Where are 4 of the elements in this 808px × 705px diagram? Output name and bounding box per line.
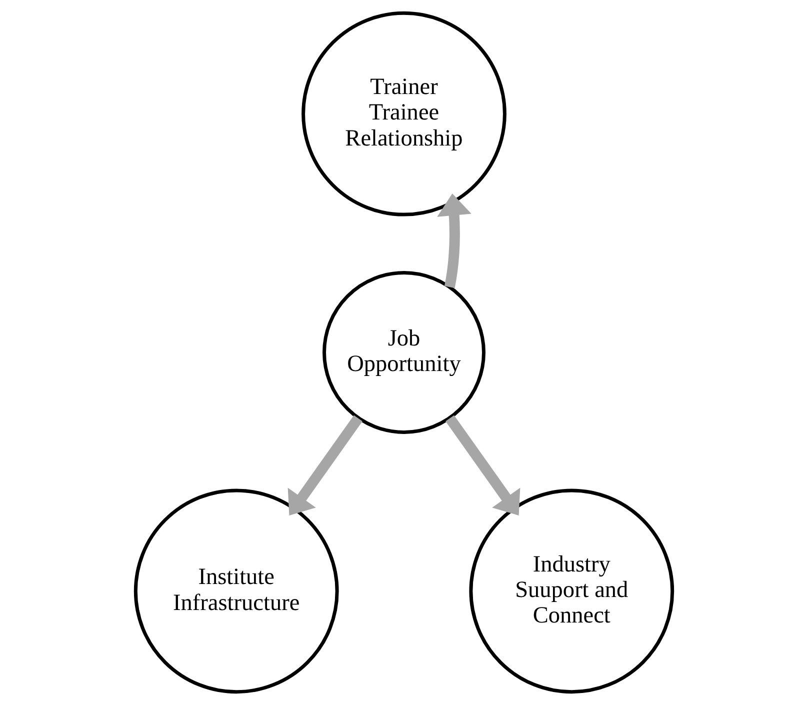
node-circle: Job Opportunity: [322, 271, 486, 434]
arrow: [437, 194, 472, 288]
arrow: [446, 415, 520, 516]
arrow: [288, 415, 362, 516]
